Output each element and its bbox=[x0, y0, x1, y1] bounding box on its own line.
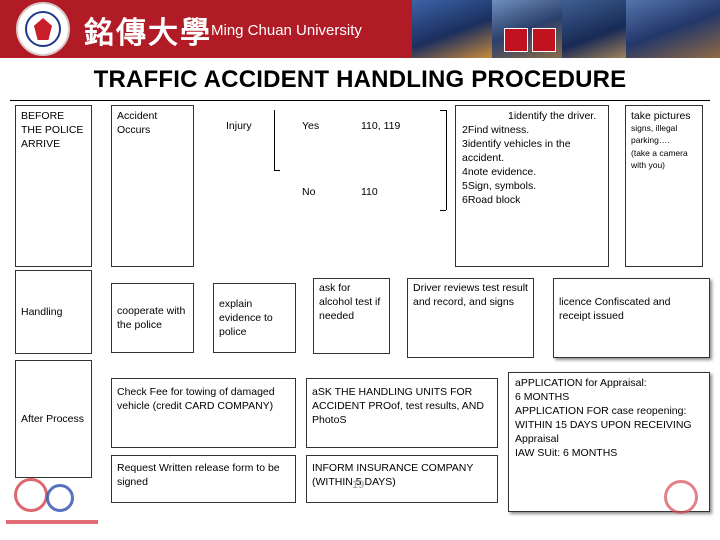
take-pictures-camera: (take a camera with you) bbox=[631, 148, 688, 170]
step-line: 3identify vehicles in the bbox=[462, 138, 571, 150]
appraisal-line: WITHIN 15 DAYS UPON RECEIVING bbox=[515, 419, 692, 431]
appraisal-line: 6 MONTHS bbox=[515, 391, 570, 403]
check-fee-box: Check Fee for towing of damaged vehicle … bbox=[111, 378, 296, 448]
connector-line bbox=[274, 170, 280, 171]
header-banner: 銘傳大學 Ming Chuan University bbox=[0, 0, 720, 58]
appraisal-line: IAW SUit: 6 MONTHS bbox=[515, 447, 618, 459]
inform-insurance-box: INFORM INSURANCE COMPANY (WITHIN 5 DAYS) bbox=[306, 455, 498, 503]
university-english-name: Ming Chuan University bbox=[211, 22, 362, 39]
accident-occurs-text: Accident Occurs bbox=[117, 110, 158, 136]
step-line: 4note evidence. bbox=[462, 166, 537, 178]
request-release-box: Request Written release form to be signe… bbox=[111, 455, 296, 503]
connector-line bbox=[440, 210, 446, 211]
connector-line bbox=[446, 110, 447, 210]
page-title: TRAFFIC ACCIDENT HANDLING PROCEDURE bbox=[93, 66, 627, 93]
explain-evidence-text: explain evidence to police bbox=[219, 298, 273, 338]
watermark-logo-icon bbox=[6, 478, 98, 528]
campus-photo bbox=[562, 0, 626, 58]
connector-line bbox=[440, 110, 446, 111]
yes-label: Yes bbox=[302, 120, 320, 132]
campus-photo bbox=[626, 0, 720, 58]
connector-line bbox=[274, 110, 275, 170]
sign-tile bbox=[504, 28, 528, 52]
injury-label: Injury bbox=[226, 120, 252, 132]
alcohol-test-text: ask for alcohol test if needed bbox=[319, 282, 381, 322]
row-label-text: BEFORE THE POLICE ARRIVE bbox=[21, 110, 84, 150]
accident-occurs-box: Accident Occurs bbox=[111, 105, 194, 267]
driver-reviews-box: Driver reviews test result and record, a… bbox=[407, 278, 534, 358]
campus-photo bbox=[412, 0, 492, 58]
step-line: accident. bbox=[462, 152, 505, 164]
no-label: No bbox=[302, 186, 316, 198]
take-pictures-heading: take pictures bbox=[631, 110, 691, 122]
row-label-handling: Handling bbox=[15, 270, 92, 354]
university-chinese-name: 銘傳大學 bbox=[84, 16, 212, 51]
inform-insurance-text: INFORM INSURANCE COMPANY (WITHIN 5 DAYS) bbox=[312, 462, 474, 488]
watermark-logo-icon bbox=[612, 478, 712, 518]
cooperate-text: cooperate with the police bbox=[117, 305, 186, 331]
step-line: 6Road block bbox=[462, 194, 521, 206]
appraisal-line: aPPLICATION for Appraisal: bbox=[515, 377, 647, 389]
cooperate-box: cooperate with the police bbox=[111, 283, 194, 353]
row-label-before-police: BEFORE THE POLICE ARRIVE bbox=[15, 105, 92, 267]
call-no-label: 110 bbox=[361, 186, 378, 198]
appraisal-line: Appraisal bbox=[515, 433, 559, 445]
page-number: 19 bbox=[352, 479, 365, 491]
call-yes-label: 110, 119 bbox=[361, 120, 401, 132]
ask-handling-units-box: aSK THE HANDLING UNITS FOR ACCIDENT PROo… bbox=[306, 378, 498, 448]
take-pictures-box: take pictures signs, illegal parking…. (… bbox=[625, 105, 703, 267]
university-seal-icon bbox=[16, 2, 70, 56]
step-line: 5Sign, symbols. bbox=[462, 180, 537, 192]
step-line: 1identify the driver. bbox=[508, 110, 597, 122]
driver-reviews-text: Driver reviews test result and record, a… bbox=[413, 282, 528, 308]
sign-tile bbox=[532, 28, 556, 52]
explain-evidence-box: explain evidence to police bbox=[213, 283, 296, 353]
licence-confiscated-text: licence Confiscated and receipt issued bbox=[559, 296, 671, 322]
title-rule bbox=[10, 100, 710, 101]
row-label-text: Handling bbox=[21, 306, 63, 318]
alcohol-test-box: ask for alcohol test if needed bbox=[313, 278, 390, 354]
check-fee-text: Check Fee for towing of damaged vehicle … bbox=[117, 386, 275, 412]
step-line: 2Find witness. bbox=[462, 124, 530, 136]
licence-confiscated-box: licence Confiscated and receipt issued bbox=[553, 278, 710, 358]
request-release-text: Request Written release form to be signe… bbox=[117, 462, 280, 488]
appraisal-line: APPLICATION FOR case reopening: bbox=[515, 405, 687, 417]
initial-steps-box: 1identify the driver. 2Find witness. 3id… bbox=[455, 105, 609, 267]
row-label-after-process: After Process bbox=[15, 360, 92, 478]
ask-handling-units-text: aSK THE HANDLING UNITS FOR ACCIDENT PROo… bbox=[312, 386, 484, 426]
row-label-text: After Process bbox=[21, 413, 85, 425]
take-pictures-detail: signs, illegal parking…. bbox=[631, 123, 678, 145]
appraisal-box: aPPLICATION for Appraisal: 6 MONTHS APPL… bbox=[508, 372, 710, 512]
